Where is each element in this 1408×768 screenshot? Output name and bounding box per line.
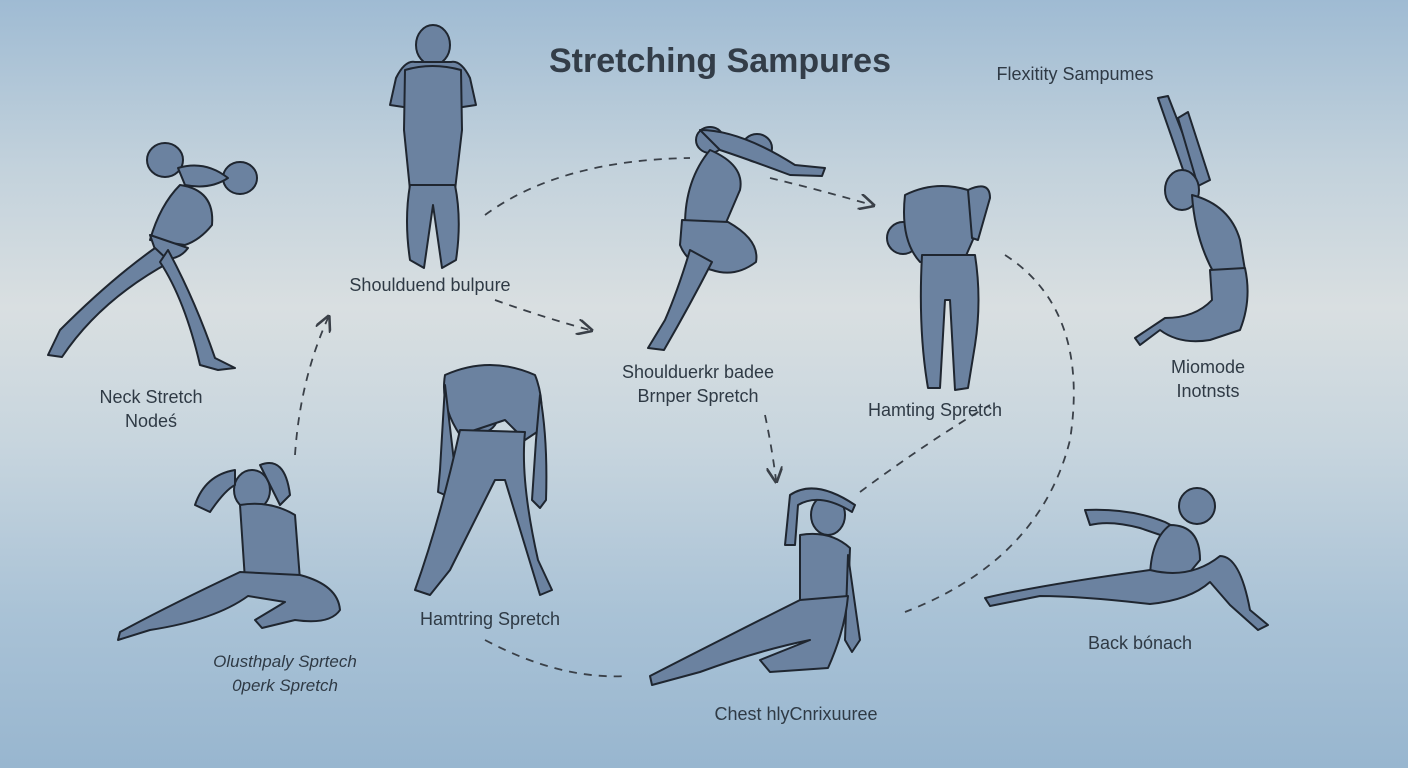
figure-back (984, 487, 1269, 631)
label-hamstring-right-line1: Hamting Spretch (867, 400, 1003, 420)
connector-seated-to-shoulder (294, 318, 328, 456)
label-seated: Olusthpaly Sprtech 0perk Spretch (213, 650, 357, 698)
figure-shoulder-standing (389, 24, 477, 269)
label-lunge-line1: Shoulduerkr badee (621, 362, 775, 382)
label-neck-stretch-line2: Nodeś (124, 411, 178, 431)
connector-label-to-lunge (494, 299, 590, 330)
figure-seated (117, 462, 341, 641)
label-lunge: Shoulduerkr badee Brnper Spretch (622, 360, 774, 408)
flow-connectors (294, 157, 1075, 678)
diagram-subtitle: Flexitity Sampumes (996, 64, 1154, 84)
label-shoulder-top-line1: Shoulduend bulpure (349, 275, 511, 295)
figure-hamstring-standing (886, 185, 991, 391)
label-seated-line1: Olusthpaly Sprtech (213, 652, 357, 671)
figure-forward-bend (414, 364, 553, 596)
figure-kneeling (1134, 95, 1249, 346)
connector-hamstring-to-chest (859, 404, 991, 493)
label-forward-bend-line1: Hamtring Spretch (419, 609, 561, 629)
stretch-figures (47, 24, 1269, 686)
label-back: Back bónach (1088, 631, 1192, 655)
label-chest: Chest hlyCnrixuuree (714, 702, 877, 726)
figure-neck-stretch (47, 142, 258, 371)
label-lunge-line2: Brnper Spretch (637, 386, 759, 406)
label-kneeling-line1: Miomode (1170, 357, 1246, 377)
figure-chest (649, 487, 861, 686)
connector-hamstring-loop (904, 254, 1075, 613)
label-hamstring-right: Hamting Spretch (868, 398, 1002, 422)
figure-lunge (647, 126, 826, 351)
label-seated-line2: 0perk Spretch (232, 676, 338, 695)
connector-bend-to-chest (484, 639, 629, 678)
diagram-title: Stretching Sampures (549, 42, 891, 80)
label-neck-stretch-line1: Neck Stretch (99, 387, 203, 407)
label-chest-line1: Chest hlyCnrixuuree (714, 704, 878, 724)
label-neck-stretch: Neck Stretch Nodeś (99, 385, 202, 433)
label-shoulder-top: Shoulduend bulpure (349, 273, 510, 297)
label-forward-bend: Hamtring Spretch (420, 607, 560, 631)
connector-lunge-label-to-chest (764, 414, 776, 480)
label-back-line1: Back bónach (1087, 633, 1193, 653)
label-kneeling-line2: Inotnsts (1176, 381, 1240, 401)
label-kneeling: Miomode Inotnsts (1171, 355, 1245, 403)
connector-lunge-to-hamstring (769, 177, 872, 205)
connector-shoulder-to-lunge (484, 157, 691, 216)
